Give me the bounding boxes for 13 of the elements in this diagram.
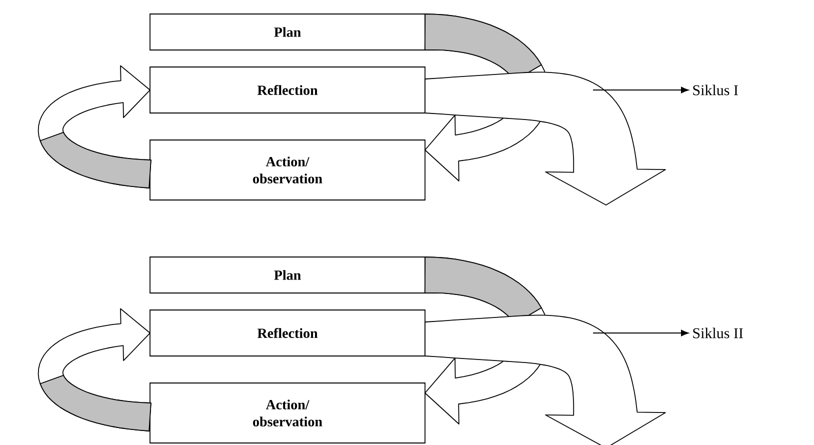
block-arrow [38,308,152,432]
process-box: Reflection [150,66,426,114]
arrow [592,330,689,336]
process-box: Action/ observation [150,140,426,200]
process-box: Reflection [150,310,426,356]
process-box: Plan [150,14,426,50]
block-arrow [38,65,152,188]
cycle-label: Siklus I [693,84,738,96]
process-box: Plan [150,256,426,294]
arrow [592,86,689,94]
process-box: Action/ observation [150,382,426,444]
block-arrow [424,314,666,445]
cycle-label: Siklus II [693,328,743,338]
